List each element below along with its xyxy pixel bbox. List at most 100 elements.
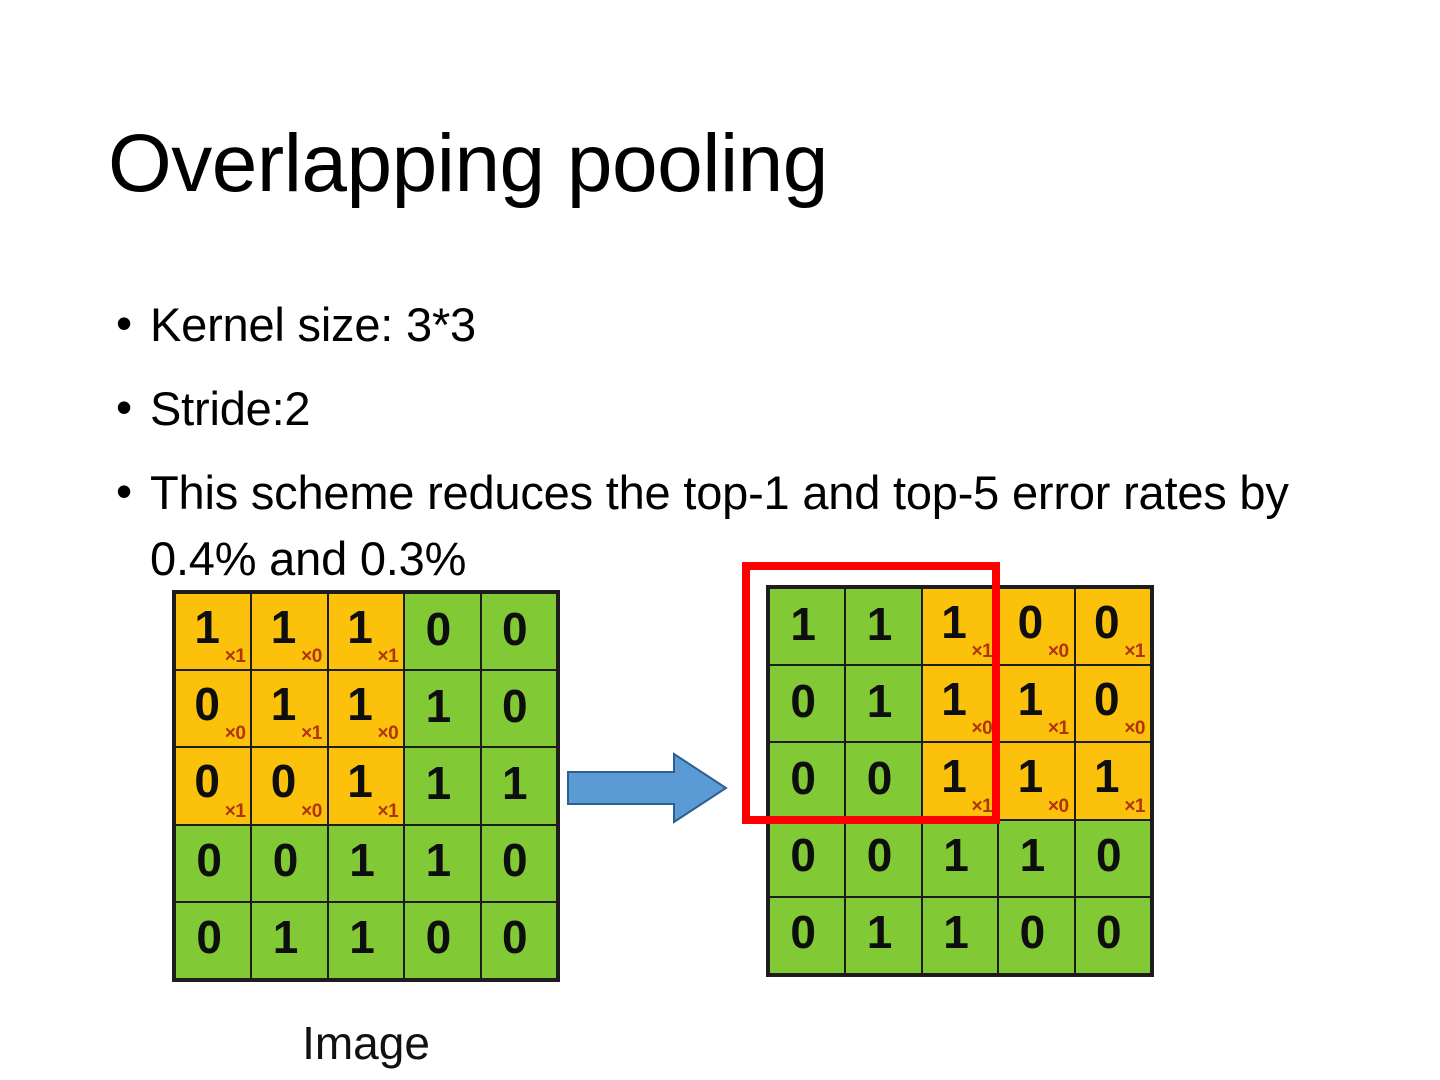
matrix-cell: 1 bbox=[252, 902, 327, 978]
bullet-marker-icon: • bbox=[116, 297, 133, 349]
kernel-weight-label: ×1 bbox=[1124, 641, 1145, 663]
kernel-overlap-highlight-rect bbox=[742, 562, 1000, 824]
matrix-cell-value: 0 bbox=[425, 602, 452, 655]
kernel-weight-label: ×1 bbox=[971, 641, 993, 663]
matrix-cell: 0 bbox=[770, 820, 845, 896]
bullet-list: • Kernel size: 3*3 • Stride:2 • This sch… bbox=[110, 292, 1340, 610]
matrix-cell-kernel: 0×1 bbox=[1075, 589, 1150, 665]
matrix-cell-kernel: 1×1 bbox=[176, 594, 251, 670]
matrix-cell-value: 1 bbox=[1094, 749, 1120, 802]
matrix-cell-value: 1 bbox=[425, 679, 452, 732]
matrix-cell: 0 bbox=[252, 825, 327, 901]
matrix-cell-value: 1 bbox=[943, 829, 969, 882]
matrix-cell-kernel: 0×0 bbox=[252, 748, 327, 824]
matrix-cell: 0 bbox=[999, 897, 1074, 973]
matrix-cell: 0 bbox=[481, 825, 556, 901]
matrix-cell: 0 bbox=[846, 820, 921, 896]
matrix-cell: 0 bbox=[481, 671, 556, 747]
kernel-weight-label: ×0 bbox=[301, 646, 322, 668]
matrix-cell: 1 bbox=[770, 589, 845, 665]
matrix-cell: 0 bbox=[1075, 820, 1150, 896]
matrix-cell-kernel: 1×1 bbox=[328, 594, 404, 670]
matrix-cell-kernel: 0×1 bbox=[176, 748, 251, 824]
matrix-cell: 0 bbox=[481, 594, 556, 670]
kernel-weight-label: ×1 bbox=[377, 646, 399, 668]
matrix-cell-value: 0 bbox=[196, 911, 222, 964]
matrix-cell-kernel: 1×1 bbox=[922, 589, 998, 665]
kernel-weight-label: ×0 bbox=[971, 718, 993, 740]
kernel-weight-label: ×0 bbox=[1124, 718, 1145, 740]
matrix-cell: 0 bbox=[770, 666, 845, 742]
kernel-weight-label: ×1 bbox=[224, 800, 246, 822]
kernel-weight-label: ×1 bbox=[301, 723, 322, 745]
matrix-cell-value: 1 bbox=[866, 597, 893, 650]
bullet-marker-icon: • bbox=[116, 465, 133, 517]
matrix-cell-value: 0 bbox=[194, 677, 220, 730]
matrix-cell-value: 1 bbox=[425, 834, 452, 887]
matrix-cell-value: 0 bbox=[502, 679, 528, 732]
bullet-text: Stride:2 bbox=[150, 382, 311, 435]
matrix-cell: 0 bbox=[405, 902, 480, 978]
kernel-weight-label: ×0 bbox=[1047, 641, 1069, 663]
matrix-cell-value: 0 bbox=[1019, 906, 1046, 959]
matrix-cell-value: 0 bbox=[866, 829, 893, 882]
matrix-cell-value: 0 bbox=[194, 754, 220, 807]
matrix-cell: 0 bbox=[176, 825, 251, 901]
matrix-cell: 0 bbox=[770, 743, 845, 819]
matrix-cell-value: 0 bbox=[272, 834, 299, 887]
matrix-cell-value: 1 bbox=[194, 600, 220, 653]
matrix-cell: 1 bbox=[405, 825, 480, 901]
matrix-cell: 1 bbox=[999, 820, 1074, 896]
matrix-cell-kernel: 1×1 bbox=[328, 748, 404, 824]
matrix-cell-value: 1 bbox=[1019, 829, 1046, 882]
matrix-cell-value: 1 bbox=[941, 672, 967, 725]
matrix-cell: 0 bbox=[1075, 897, 1150, 973]
matrix-cell: 1 bbox=[481, 748, 556, 824]
kernel-weight-label: ×1 bbox=[1124, 795, 1145, 817]
matrix-cell-value: 1 bbox=[1017, 749, 1044, 802]
kernel-weight-label: ×0 bbox=[1047, 795, 1069, 817]
matrix-cell-value: 0 bbox=[1096, 829, 1122, 882]
list-item: • Stride:2 bbox=[110, 376, 1340, 442]
matrix-cell-value: 0 bbox=[270, 754, 297, 807]
matrix-cell: 0 bbox=[770, 897, 845, 973]
bullet-marker-icon: • bbox=[116, 381, 133, 433]
matrix-cell-value: 1 bbox=[941, 749, 967, 802]
matrix-cell-value: 1 bbox=[347, 677, 373, 730]
list-item: • This scheme reduces the top-1 and top-… bbox=[110, 460, 1340, 592]
matrix-cell-value: 1 bbox=[790, 597, 816, 650]
matrix-cell-value: 0 bbox=[425, 911, 452, 964]
matrix-cell-kernel: 0×0 bbox=[176, 671, 251, 747]
matrix-cell-value: 1 bbox=[270, 677, 297, 730]
kernel-weight-label: ×1 bbox=[1047, 718, 1069, 740]
kernel-weight-label: ×0 bbox=[301, 800, 322, 822]
kernel-weight-label: ×0 bbox=[377, 723, 399, 745]
kernel-weight-label: ×1 bbox=[377, 800, 399, 822]
matrix-cell-kernel: 1×0 bbox=[252, 594, 327, 670]
matrix-cell-value: 1 bbox=[347, 754, 373, 807]
matrix-cell-value: 0 bbox=[1096, 906, 1122, 959]
matrix-cell-value: 1 bbox=[943, 906, 969, 959]
matrix-cell-value: 0 bbox=[196, 834, 222, 887]
matrix-cell-value: 1 bbox=[941, 595, 967, 648]
right-arrow-icon bbox=[567, 752, 728, 824]
matrix-cell-value: 0 bbox=[1094, 595, 1120, 648]
matrix-cell-kernel: 1×1 bbox=[252, 671, 327, 747]
matrix-cell: 1 bbox=[846, 897, 921, 973]
kernel-weight-label: ×1 bbox=[224, 646, 246, 668]
matrix-cell-value: 1 bbox=[349, 911, 375, 964]
matrix-cell-kernel: 0×0 bbox=[1075, 666, 1150, 742]
matrix-cell-value: 0 bbox=[790, 906, 816, 959]
matrix-cell-kernel: 1×1 bbox=[922, 743, 998, 819]
matrix-cell: 1 bbox=[328, 902, 404, 978]
matrix-cell: 1 bbox=[405, 748, 480, 824]
matrix-cell: 1 bbox=[846, 666, 921, 742]
bullet-text: This scheme reduces the top-1 and top-5 … bbox=[150, 466, 1289, 585]
matrix-cell-value: 0 bbox=[790, 751, 816, 804]
matrix-cell-value: 0 bbox=[502, 911, 528, 964]
matrix-cell-value: 1 bbox=[347, 600, 373, 653]
matrix-cell-value: 0 bbox=[790, 674, 816, 727]
